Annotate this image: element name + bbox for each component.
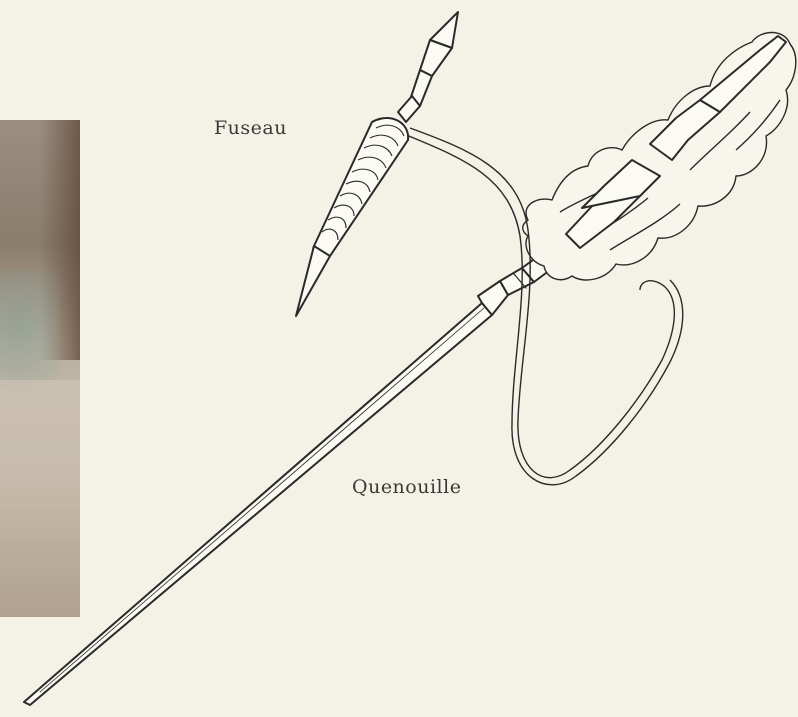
label-quenouille: Quenouille [352,476,461,498]
label-fuseau: Fuseau [214,117,287,139]
spindle [296,12,458,316]
